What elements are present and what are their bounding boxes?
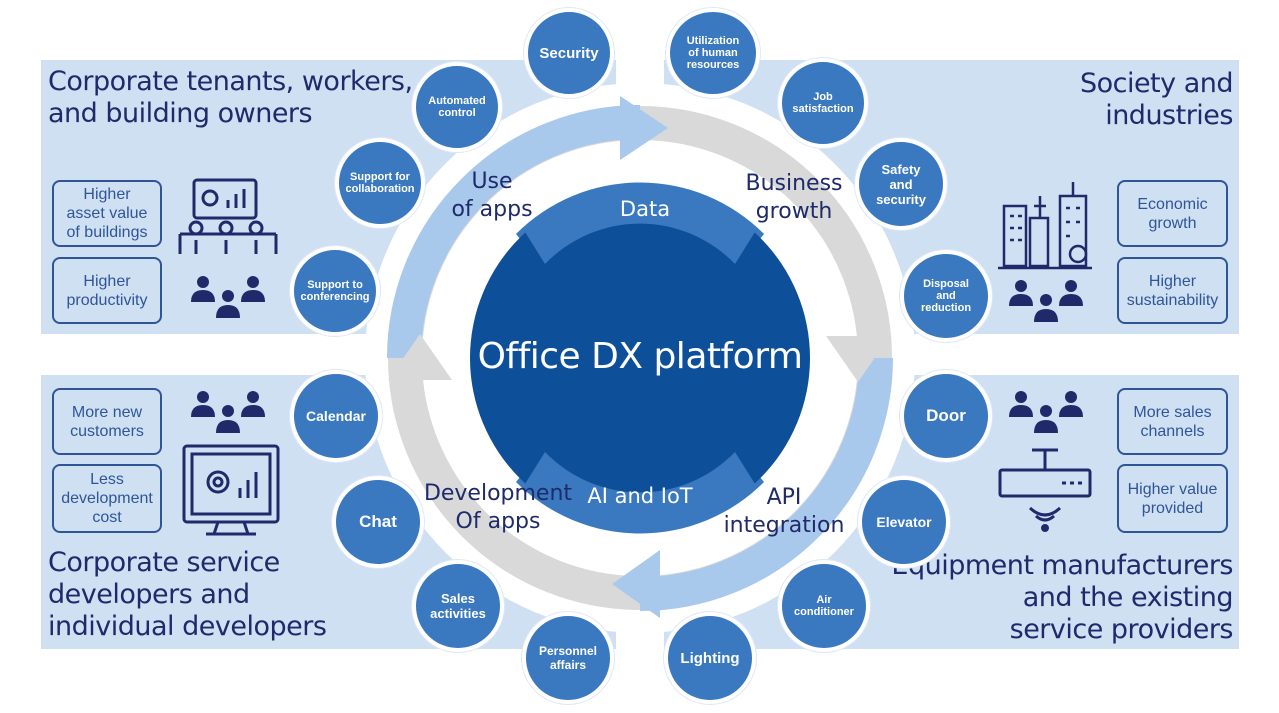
benefit-box: Less development cost	[52, 464, 162, 533]
bubble-automated-control: Automated control	[412, 62, 502, 152]
ring-label-business-growth: Business growth	[745, 171, 843, 224]
bubble-door: Door	[900, 370, 992, 462]
benefit-box: Higher value provided	[1117, 464, 1228, 533]
bubble-air-conditioner: Air conditioner	[778, 560, 870, 652]
bubble-lighting: Lighting	[664, 612, 756, 704]
use-apps-arc	[387, 105, 641, 359]
benefit-box: Higher sustainability	[1117, 257, 1228, 324]
ring-label-use-apps: Use of apps	[451, 169, 533, 222]
ai-iot-label: AI and IoT	[587, 484, 693, 508]
benefit-box: Higher productivity	[52, 257, 162, 324]
device-signal-icon	[998, 448, 1092, 532]
bubble-job-satisfaction: Job satisfaction	[778, 58, 868, 148]
platform-core	[470, 188, 810, 528]
bubble-security: Security	[524, 8, 614, 98]
data-label: Data	[619, 197, 671, 221]
bubble-utilization: Utilization of human resources	[666, 8, 760, 98]
quadrant-title-top-right: Society and industries	[1079, 68, 1234, 131]
arrow-head-left	[388, 334, 452, 380]
benefit-box: Economic growth	[1117, 180, 1228, 247]
benefit-box: More sales channels	[1117, 388, 1228, 455]
bubble-support-conferencing: Support to conferencing	[290, 246, 380, 336]
people-group-icon	[1009, 280, 1083, 322]
ring-label-development-apps: Development Of apps	[423, 481, 573, 534]
benefit-box: Higher asset value of buildings	[52, 180, 162, 247]
arrow-head-right	[826, 336, 890, 382]
bubble-support-collaboration: Support for collaboration	[335, 138, 425, 228]
people-group-icon	[1009, 391, 1083, 433]
people-group-icon	[191, 391, 265, 433]
presentation-meeting-icon	[178, 178, 278, 254]
arrow-head-bottom	[612, 550, 660, 618]
ai-iot-segment-overlay	[525, 452, 755, 529]
people-group-icon	[191, 276, 265, 318]
data-segment-overlay	[525, 187, 755, 264]
quadrant-title-bottom-right: Equipment manufacturers and the existing…	[891, 550, 1233, 645]
quadrant-title-bottom-left: Corporate service developers and individ…	[48, 547, 327, 642]
bubble-calendar: Calendar	[290, 370, 382, 462]
city-buildings-icon	[998, 182, 1092, 270]
bubble-personnel-affairs: Personnel affairs	[522, 612, 614, 704]
bubble-disposal-reduction: Disposal and reduction	[900, 250, 992, 342]
monitor-settings-icon	[182, 444, 280, 536]
bubble-sales-activities: Sales activities	[412, 560, 504, 652]
arrow-head-top	[620, 96, 668, 160]
bubble-chat: Chat	[332, 476, 424, 568]
quadrant-title-top-left: Corporate tenants, workers, and building…	[48, 66, 413, 129]
benefit-box: More new customers	[52, 388, 162, 455]
api-arc	[639, 357, 893, 611]
bubble-safety-security: Safety and security	[855, 138, 947, 230]
bubble-elevator: Elevator	[858, 476, 950, 568]
ring-label-api-integration: API integration	[723, 485, 845, 538]
platform-title: Office DX platform	[477, 336, 803, 377]
